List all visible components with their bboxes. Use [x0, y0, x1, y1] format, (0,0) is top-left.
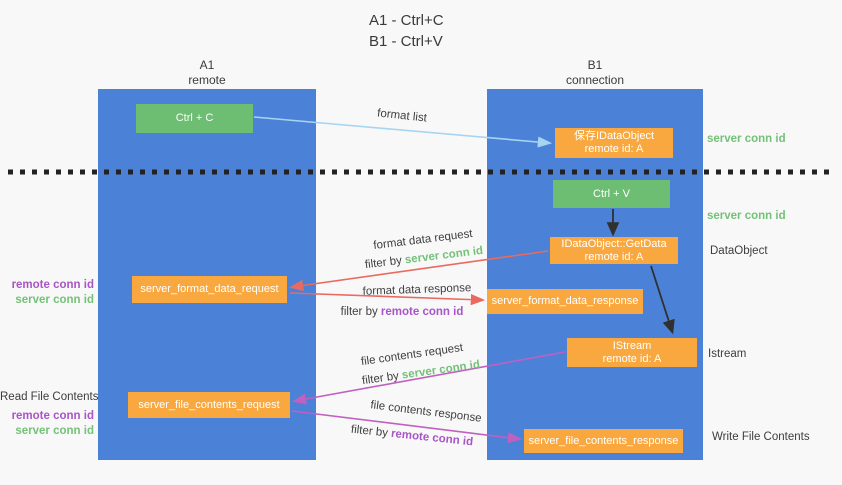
left-remote-conn-id-bottom-label: remote conn id: [11, 410, 94, 422]
node-istream: IStream remote id: A: [567, 338, 697, 367]
node-save-dataobject-line2: remote id: A: [584, 143, 644, 155]
left-column-name: A1: [199, 58, 215, 72]
node-save-dataobject-line1: 保存IDataObject: [573, 130, 655, 142]
istream-label: Istream: [708, 348, 747, 360]
node-server-format-data-request-label: server_format_data_request: [140, 283, 279, 295]
format-list-arrow: [253, 116, 553, 148]
title-line-1: A1 - Ctrl+C: [369, 12, 444, 29]
node-istream-line2: remote id: A: [602, 352, 662, 365]
node-idataobject-getdata-line1: IDataObject::GetData: [561, 237, 667, 250]
right-server-conn-id-mid-label: server conn id: [707, 210, 786, 222]
node-server-file-contents-request: server_file_contents_request: [128, 392, 290, 418]
dataobject-label: DataObject: [710, 245, 768, 257]
format-data-response-filter-label: filter by remote conn id: [341, 306, 464, 318]
node-istream-line1: IStream: [612, 339, 652, 352]
remote-conn-id-text: remote conn id: [380, 306, 464, 318]
node-server-format-data-request: server_format_data_request: [132, 276, 287, 303]
left-remote-conn-id-top-label: remote conn id: [11, 279, 94, 291]
filter-by-text: filter by: [340, 306, 381, 318]
getdata-to-istream-arrow: [650, 265, 675, 335]
format-data-request-arrow: [288, 250, 549, 291]
node-server-format-data-response: server_format_data_response: [487, 289, 643, 314]
left-server-conn-id-bottom-label: server conn id: [15, 425, 94, 437]
right-column-name: B1: [587, 58, 603, 72]
format-data-response-arrow: [289, 292, 486, 306]
title-line-2: B1 - Ctrl+V: [369, 33, 443, 50]
node-ctrl-v: Ctrl + V: [553, 180, 670, 208]
node-idataobject-getdata: IDataObject::GetData remote id: A: [550, 237, 678, 264]
left-column-role: remote: [188, 73, 226, 87]
node-server-file-contents-response-label: server_file_contents_response: [528, 434, 679, 447]
node-ctrl-v-label: Ctrl + V: [593, 187, 630, 200]
left-column-header: A1 remote: [137, 58, 277, 88]
left-server-conn-id-top-label: server conn id: [15, 294, 94, 306]
node-server-file-contents-request-label: server_file_contents_request: [138, 398, 280, 411]
write-file-contents-label: Write File Contents: [712, 431, 810, 443]
read-file-contents-label: Read File Contents: [0, 391, 99, 403]
diagram-title: A1 - Ctrl+C B1 - Ctrl+V: [369, 10, 444, 52]
right-column-role: connection: [565, 73, 625, 87]
node-server-file-contents-response: server_file_contents_response: [524, 429, 683, 453]
node-save-dataobject: 保存IDataObject remote id: A: [555, 128, 673, 158]
node-idataobject-getdata-line2: remote id: A: [584, 250, 644, 263]
right-server-conn-id-top-label: server conn id: [707, 133, 786, 145]
node-ctrl-c: Ctrl + C: [136, 104, 253, 133]
file-contents-request-arrow: [291, 351, 566, 405]
node-server-format-data-response-label: server_format_data_response: [491, 295, 639, 307]
file-contents-response-arrow: [291, 410, 523, 444]
right-column-header: B1 connection: [525, 58, 665, 88]
node-ctrl-c-label: Ctrl + C: [175, 112, 214, 124]
